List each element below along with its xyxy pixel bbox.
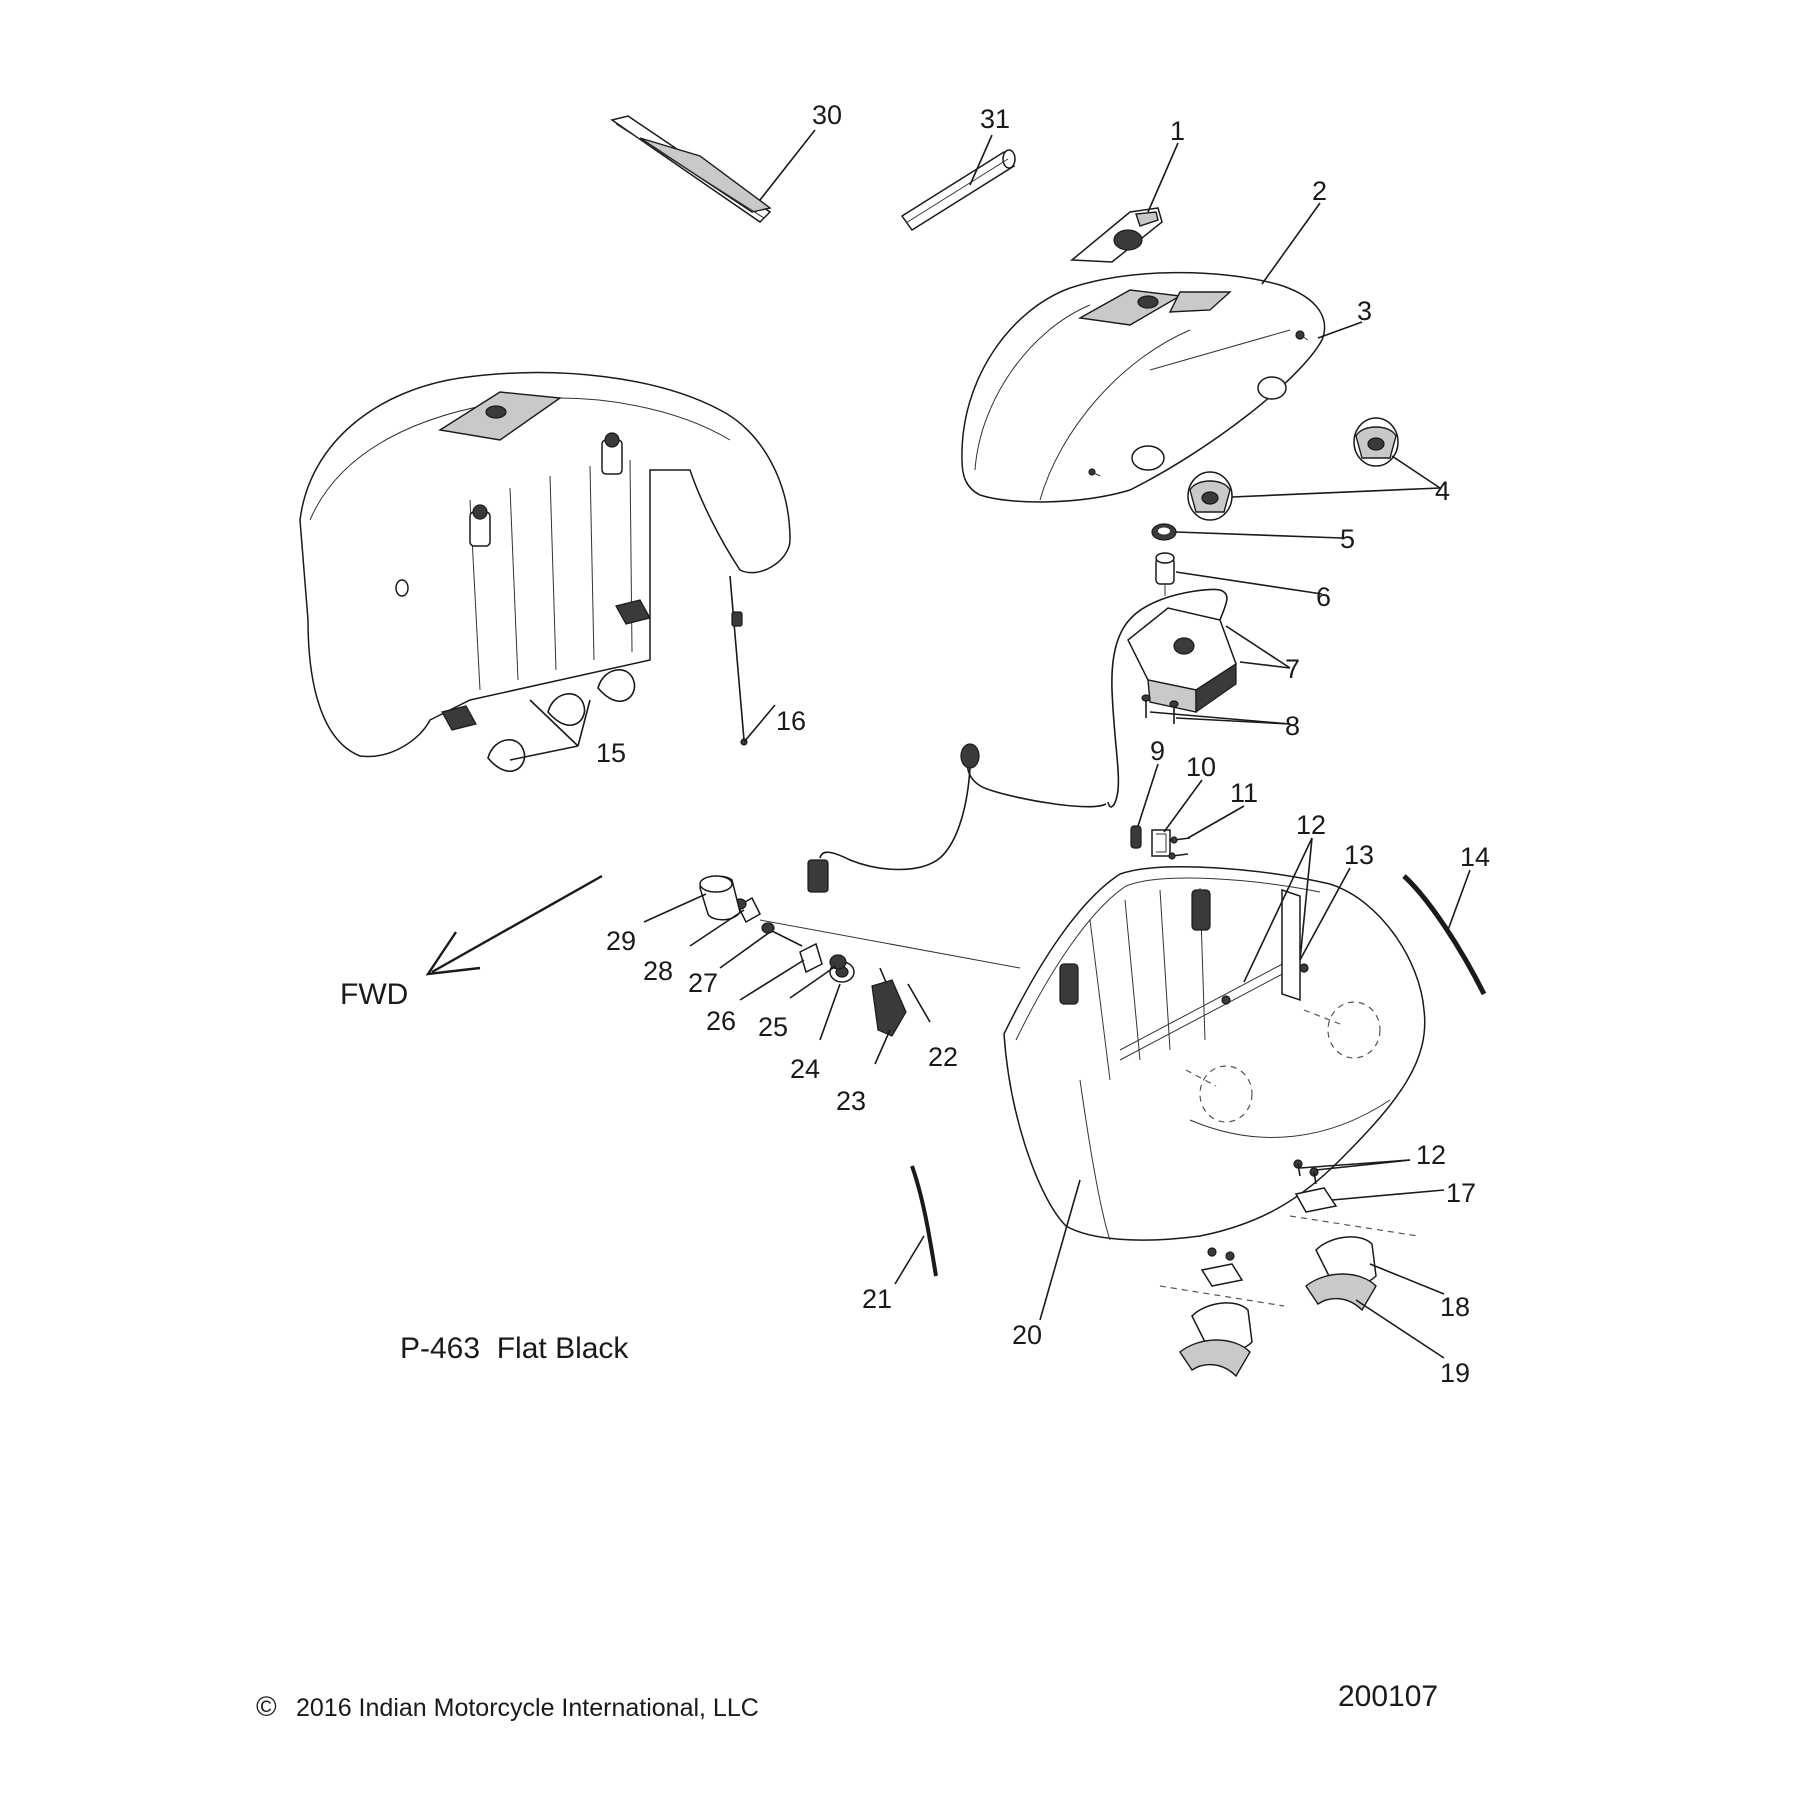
callout-30: 30 (812, 100, 842, 130)
callout-15: 15 (596, 738, 626, 768)
callout-16: 16 (776, 706, 806, 736)
callout-13: 13 (1344, 840, 1374, 870)
part-9-clip (1130, 825, 1142, 849)
part-10-bracket (1151, 829, 1171, 857)
part-6-lock-cylinder (1155, 552, 1175, 596)
callout-20: 20 (1012, 1320, 1042, 1350)
callout-26: 26 (706, 1006, 736, 1036)
callout-9: 9 (1150, 736, 1165, 766)
callout-14: 14 (1460, 842, 1490, 872)
release-cable (807, 743, 1107, 893)
callout-12: 12 (1296, 810, 1326, 840)
part-8-screws (1141, 694, 1179, 724)
part-3-screw (1295, 330, 1309, 341)
part-2-saddlebag-lid (961, 271, 1326, 503)
part-1-latch-handle (1070, 207, 1163, 263)
callout-29: 29 (606, 926, 636, 956)
callout-24: 24 (790, 1054, 820, 1084)
callout-7: 7 (1285, 654, 1300, 684)
callout-8: 8 (1285, 711, 1300, 741)
callout-18: 18 (1440, 1292, 1470, 1322)
forward-direction-arrow (425, 874, 603, 976)
callout-4: 4 (1435, 476, 1450, 506)
part-21-edge-trim (910, 1165, 938, 1277)
callout-27: 27 (688, 968, 718, 998)
callout-12b: 12 (1416, 1140, 1446, 1170)
part-5-grommet (1151, 523, 1177, 541)
part-7-latch-assembly (1107, 588, 1237, 808)
callout-5: 5 (1340, 524, 1355, 554)
callout-10: 10 (1186, 752, 1216, 782)
part-11-screws (1168, 836, 1191, 860)
copyright-text: 2016 Indian Motorcycle International, LL… (296, 1694, 759, 1722)
callout-2: 2 (1312, 176, 1327, 206)
callout-6: 6 (1316, 582, 1331, 612)
callout-21: 21 (862, 1284, 892, 1314)
callout-28: 28 (643, 956, 673, 986)
callout-25: 25 (758, 1012, 788, 1042)
callout-17: 17 (1446, 1178, 1476, 1208)
callout-3: 3 (1357, 296, 1372, 326)
lid-screw (1088, 468, 1101, 477)
part-14-weather-strip (1402, 874, 1487, 996)
part-31-tube-seal (900, 149, 1016, 232)
part-4-emblem-medallions (1187, 417, 1399, 521)
part-13-rail (1281, 888, 1301, 1002)
part-20-saddlebag-shell (1003, 866, 1426, 1241)
callout-11: 11 (1230, 778, 1258, 808)
parts-22-29-hardware (699, 875, 1021, 1037)
paint-code-label: P-463 Flat Black (400, 1332, 629, 1365)
copyright-symbol: © (256, 1691, 277, 1722)
callout-1: 1 (1170, 116, 1185, 146)
fwd-label: FWD (340, 978, 408, 1011)
callout-22: 22 (928, 1042, 958, 1072)
callout-labels: 1 2 3 4 5 6 7 8 9 10 11 12 13 14 15 16 1… (596, 100, 1490, 1388)
part-30-trim-strip (610, 115, 772, 223)
assembled-saddlebag-inner-view (299, 371, 791, 772)
callout-23: 23 (836, 1086, 866, 1116)
parts-12-17-18-19-mounts (1159, 1159, 1419, 1378)
callout-19: 19 (1440, 1358, 1470, 1388)
callout-31: 31 (980, 104, 1010, 134)
diagram-number: 200107 (1338, 1680, 1438, 1713)
leader-lines (509, 129, 1471, 1359)
